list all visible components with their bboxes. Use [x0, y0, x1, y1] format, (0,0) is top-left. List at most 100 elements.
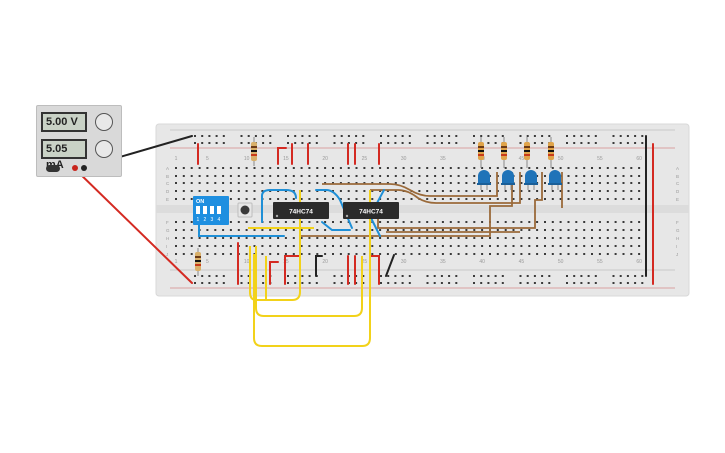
hole: [410, 182, 413, 184]
resistor-icon[interactable]: [251, 137, 257, 166]
hole: [332, 175, 334, 177]
hole: [182, 245, 185, 247]
hole: [528, 245, 531, 247]
hole: [198, 245, 201, 247]
hole: [301, 282, 304, 284]
hole: [229, 245, 232, 247]
hole: [494, 275, 497, 277]
hole: [591, 190, 593, 192]
red-wires[interactable]: [73, 143, 654, 285]
hole: [362, 282, 365, 284]
hole: [551, 198, 554, 200]
dip-switch[interactable]: ON 1 2 3 4: [193, 196, 229, 225]
leds[interactable]: [477, 170, 562, 190]
dip-toggle-3[interactable]: [210, 206, 214, 214]
hole: [512, 237, 515, 239]
hole: [237, 182, 240, 184]
dip-toggle-2[interactable]: [203, 206, 207, 214]
hole: [380, 142, 382, 144]
hole: [237, 237, 240, 239]
hole: [201, 135, 204, 137]
hole: [190, 182, 193, 184]
hole: [347, 135, 350, 137]
hole: [362, 142, 365, 144]
hole: [254, 135, 257, 137]
hole: [175, 190, 177, 192]
resistor-icon: [524, 137, 530, 168]
hole: [222, 282, 225, 284]
hole: [426, 142, 429, 144]
hole: [190, 167, 193, 169]
hole: [277, 182, 280, 184]
hole: [504, 198, 507, 200]
hole: [371, 229, 374, 231]
resistor-icon: [478, 137, 484, 168]
resistor-icon[interactable]: [195, 248, 201, 276]
hole: [194, 135, 196, 137]
dip-toggle-4[interactable]: [217, 206, 221, 214]
blue-wires[interactable]: [198, 189, 385, 237]
yellow-wires[interactable]: [248, 190, 371, 347]
pushbutton-icon[interactable]: [237, 202, 253, 218]
hole: [229, 237, 232, 239]
hole: [332, 253, 334, 255]
hole: [567, 237, 570, 239]
hole: [614, 245, 617, 247]
hole: [292, 175, 295, 177]
hole: [441, 221, 444, 223]
hole: [594, 135, 597, 137]
row-label: G: [676, 228, 680, 233]
hole: [567, 221, 570, 223]
hole: [294, 275, 297, 277]
hole: [324, 253, 327, 255]
hole: [371, 190, 374, 192]
current-knob-icon[interactable]: [95, 140, 113, 158]
power-switch[interactable]: [46, 165, 60, 172]
hole: [457, 190, 460, 192]
hole: [175, 245, 177, 247]
hole: [190, 245, 193, 247]
hole: [371, 237, 374, 239]
hole: [386, 198, 389, 200]
hole: [362, 135, 365, 137]
hole: [182, 229, 185, 231]
power-supply[interactable]: 5.00 V 5.05 mA: [36, 105, 122, 177]
hole: [379, 190, 382, 192]
hole: [277, 253, 280, 255]
row-label: J: [166, 252, 168, 257]
dip-toggle-1[interactable]: [196, 206, 200, 214]
hole: [641, 142, 644, 144]
positive-terminal[interactable]: [72, 165, 78, 171]
led-resistors[interactable]: [478, 137, 554, 168]
voltage-knob-icon[interactable]: [95, 113, 113, 131]
hole: [473, 245, 476, 247]
hole: [284, 198, 287, 200]
hole: [426, 282, 429, 284]
negative-terminal[interactable]: [81, 165, 87, 171]
hole: [606, 229, 609, 231]
hole: [528, 198, 531, 200]
hole: [339, 198, 342, 200]
hole: [418, 190, 421, 192]
hole: [622, 237, 625, 239]
hole: [433, 135, 436, 137]
brown-wires[interactable]: [299, 172, 563, 237]
hole: [536, 175, 539, 177]
hole: [434, 182, 437, 184]
hole: [208, 142, 211, 144]
hole: [371, 175, 374, 177]
hole: [434, 221, 437, 223]
hole: [229, 221, 232, 223]
hole: [544, 253, 546, 255]
hole: [355, 237, 358, 239]
chip-74hc74-2[interactable]: 74HC74: [343, 202, 399, 219]
resistor-icon: [501, 137, 507, 168]
chip-74hc74-1[interactable]: 74HC74: [273, 202, 329, 219]
hole: [247, 275, 250, 277]
dip-number-4: 4: [218, 217, 221, 223]
column-label: 50: [558, 259, 564, 265]
row-label: A: [676, 166, 679, 171]
hole: [541, 282, 544, 284]
hole: [591, 229, 593, 231]
